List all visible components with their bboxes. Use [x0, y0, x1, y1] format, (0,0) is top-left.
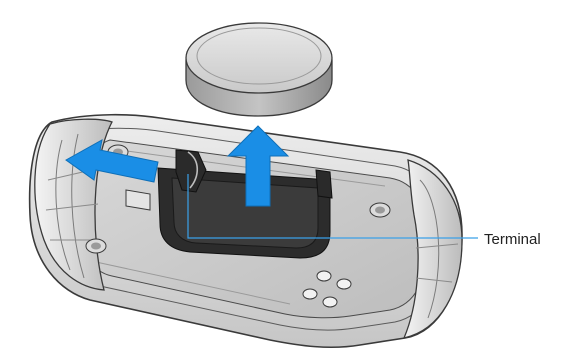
- coin-battery-icon: [186, 23, 332, 116]
- screw-post-bottom-left: [86, 239, 106, 253]
- small-component: [126, 190, 150, 210]
- terminal-label: Terminal: [484, 231, 541, 248]
- coin-battery-top: [186, 23, 332, 93]
- battery-retainer-right: [316, 170, 332, 198]
- screw-post-right: [370, 203, 390, 217]
